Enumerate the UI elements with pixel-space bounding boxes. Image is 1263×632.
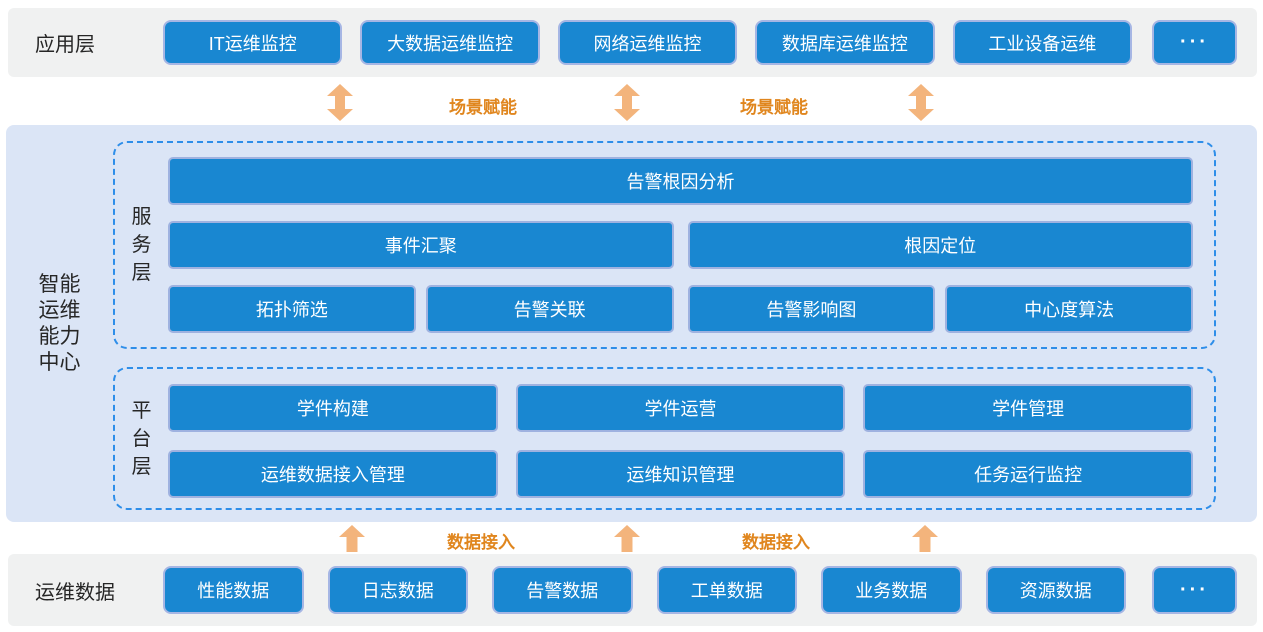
- data-access-label: 数据接入: [447, 533, 515, 552]
- scene-enable-label: 场景赋能: [740, 98, 808, 117]
- ops-data-layer-label: 运维数据: [35, 581, 115, 604]
- application-layer-bar: 应用层 IT运维监控 大数据运维监控 网络运维监控 数据库运维监控 工业设备运维…: [8, 8, 1257, 77]
- service-box-root-cause-analysis: 告警根因分析: [168, 157, 1193, 205]
- platform-box-learnware-operation: 学件运营: [515, 384, 846, 432]
- service-layer-group: 服 务 层 告警根因分析 事件汇聚 根因定位 拓扑筛选 告警: [113, 141, 1216, 349]
- capability-center-panel: 智能 运维 能力 中心 服 务 层 告警根因分析 事件汇聚 根: [6, 125, 1257, 522]
- data-box-performance: 性能数据: [163, 566, 304, 614]
- scene-enable-label: 场景赋能: [449, 98, 517, 117]
- capability-center-content: 服 务 层 告警根因分析 事件汇聚 根因定位 拓扑筛选 告警: [113, 141, 1216, 510]
- service-row-3-left: 拓扑筛选 告警关联: [168, 285, 674, 333]
- service-row-3-right: 告警影响图 中心度算法: [687, 285, 1193, 333]
- platform-box-learnware-build: 学件构建: [168, 384, 498, 432]
- service-row-3: 拓扑筛选 告警关联 告警影响图 中心度算法: [168, 285, 1193, 333]
- platform-layer-group: 平 台 层 学件构建 学件运营 学件管理 运维数据接入管理 运维知识管理 任务运…: [113, 367, 1216, 510]
- service-box-event-aggregation: 事件汇聚: [168, 221, 674, 269]
- up-arrow-icon: [912, 525, 938, 552]
- service-row-2: 事件汇聚 根因定位: [168, 221, 1193, 269]
- platform-box-learnware-management: 学件管理: [863, 384, 1194, 432]
- service-box-topology-filter: 拓扑筛选: [168, 285, 416, 333]
- service-layer-rows: 告警根因分析 事件汇聚 根因定位 拓扑筛选 告警关联 告警影响图 中心度算: [168, 143, 1214, 347]
- scene-enable-arrow-row: 场景赋能 场景赋能: [0, 77, 1263, 125]
- up-arrow-icon: [614, 525, 640, 552]
- service-box-centrality-algorithm: 中心度算法: [945, 285, 1193, 333]
- service-row-1: 告警根因分析: [168, 157, 1193, 205]
- service-box-root-cause-location: 根因定位: [687, 221, 1193, 269]
- data-access-arrow-row: 数据接入 数据接入: [0, 522, 1263, 554]
- app-box-bigdata-ops: 大数据运维监控: [360, 20, 540, 65]
- platform-box-data-access-management: 运维数据接入管理: [168, 450, 498, 498]
- app-box-database-ops: 数据库运维监控: [755, 20, 935, 65]
- app-box-it-ops: IT运维监控: [163, 20, 343, 65]
- ops-data-layer-bar: 运维数据 性能数据 日志数据 告警数据 工单数据 业务数据 资源数据 ···: [8, 554, 1257, 626]
- platform-layer-rows: 学件构建 学件运营 学件管理 运维数据接入管理 运维知识管理 任务运行监控: [168, 369, 1214, 508]
- app-box-network-ops: 网络运维监控: [557, 20, 738, 65]
- platform-row-1: 学件构建 学件运营 学件管理: [168, 384, 1194, 432]
- data-box-business: 业务数据: [821, 566, 962, 614]
- data-box-resource: 资源数据: [985, 566, 1126, 614]
- platform-box-task-run-monitor: 任务运行监控: [863, 450, 1194, 498]
- capability-center-label: 智能 运维 能力 中心: [38, 272, 81, 374]
- service-box-alert-impact-graph: 告警影响图: [687, 285, 936, 333]
- data-access-label: 数据接入: [742, 533, 810, 552]
- app-box-industrial-ops: 工业设备运维: [952, 20, 1133, 65]
- double-arrow-icon: [908, 84, 934, 121]
- service-box-alert-correlation: 告警关联: [425, 285, 674, 333]
- application-layer-label: 应用层: [35, 34, 95, 56]
- platform-layer-label: 平 台 层: [131, 399, 152, 478]
- data-box-ticket: 工单数据: [656, 566, 797, 614]
- data-box-more: ···: [1152, 566, 1237, 614]
- platform-row-2: 运维数据接入管理 运维知识管理 任务运行监控: [168, 450, 1194, 498]
- data-box-alert: 告警数据: [492, 566, 633, 614]
- data-box-log: 日志数据: [327, 566, 468, 614]
- up-arrow-icon: [339, 525, 365, 552]
- double-arrow-icon: [614, 84, 640, 121]
- double-arrow-icon: [327, 84, 353, 121]
- ops-data-layer-boxes: 性能数据 日志数据 告警数据 工单数据 业务数据 资源数据 ···: [163, 566, 1257, 614]
- app-box-more: ···: [1152, 20, 1238, 65]
- platform-box-knowledge-management: 运维知识管理: [515, 450, 846, 498]
- service-layer-label: 服 务 层: [131, 206, 152, 284]
- application-layer-boxes: IT运维监控 大数据运维监控 网络运维监控 数据库运维监控 工业设备运维 ···: [163, 20, 1257, 65]
